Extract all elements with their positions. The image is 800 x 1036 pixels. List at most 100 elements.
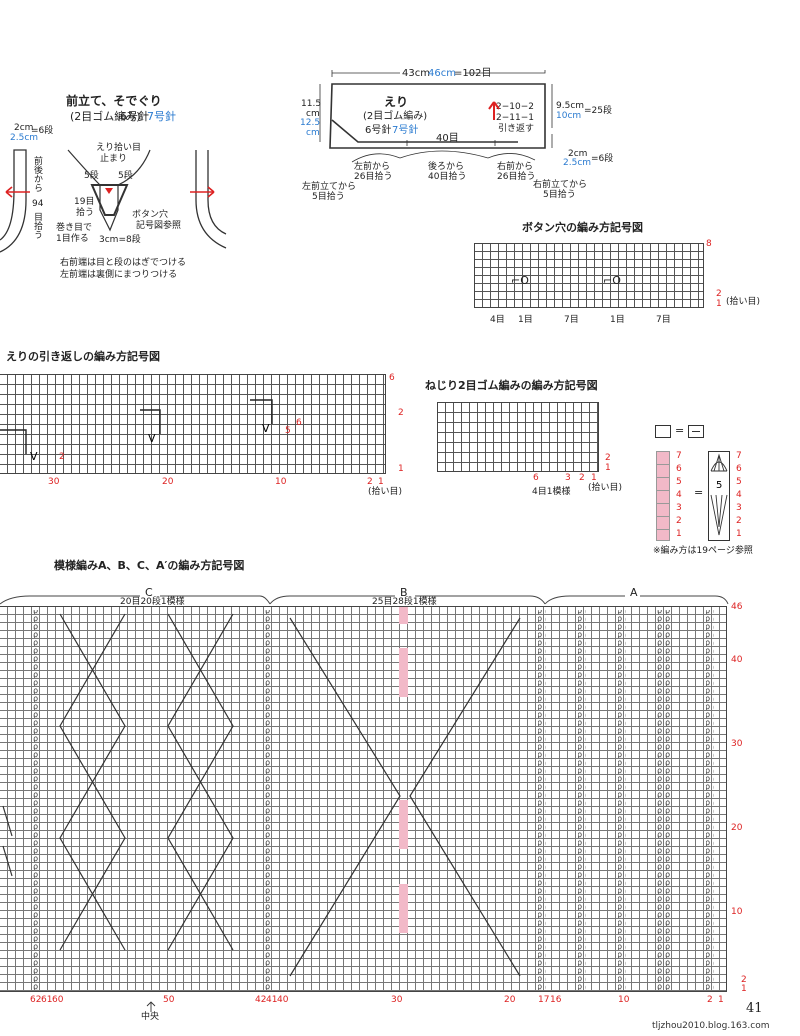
eri-short-row2: 2 [398, 408, 404, 418]
eri-short-col1: 1 [378, 477, 384, 487]
collar-right-b-blue: 2.5cm [563, 158, 592, 168]
nejiri-col1: 1 [591, 473, 597, 483]
legend-bobble-symbol: 5 [708, 451, 730, 541]
eri-short-row1: 1 [398, 464, 404, 474]
pattern-title: 模様編みA、B、C、A′の編み方記号図 [54, 559, 245, 572]
pattern-row-1: 1 [741, 984, 747, 994]
legend-row-2: 2 [676, 516, 682, 526]
pattern-center: 中央 [141, 1012, 160, 1022]
pattern-col-10: 10 [618, 995, 630, 1005]
nejiri-col2: 2 [579, 473, 585, 483]
legend-row-7: 7 [676, 451, 682, 461]
collar-lfe1: 左前立てから [302, 182, 357, 192]
pattern-col-61: 61 [41, 995, 53, 1005]
pattern-c-repeat: 20目20段1模様 [120, 597, 185, 607]
legend-row-4: 4 [676, 490, 682, 500]
collar-short1: 2−10−2 [496, 102, 534, 112]
buttonhole-span-3: 7目 [564, 315, 579, 325]
nejiri-col3: 3 [565, 473, 571, 483]
legend-row-1b: 1 [736, 529, 742, 539]
footer-credit: tljzhou2010.blog.163.com [652, 1021, 770, 1031]
front-needle-blue: 7号針 [147, 110, 176, 123]
eri-short-row5b: 5 [285, 426, 291, 436]
front-dim3cm: 3cm=8段 [99, 235, 141, 245]
pattern-col-62: 62 [30, 995, 42, 1005]
front-subtitle: (2目ゴム編み) [70, 110, 141, 123]
collar-top-dim-rest: =102目 [454, 68, 492, 79]
nejiri-repeat: 4目1模様 [532, 487, 571, 497]
buttonhole-span-2: 1目 [518, 315, 533, 325]
front-maki: 巻き目で [56, 223, 93, 233]
legend-blank-symbol [655, 425, 671, 438]
eri-short-row6b: 6 [296, 418, 302, 428]
collar-title: えり [384, 95, 409, 109]
front-maki2: 1目作る [56, 234, 89, 244]
collar-right-b: 2cm [568, 149, 588, 159]
collar-left-h-unit: cm [306, 109, 320, 119]
pattern-col-42: 42 [255, 995, 267, 1005]
front-pick19b: 拾う [76, 208, 95, 218]
collar-short2: 2−11−1 [496, 113, 534, 123]
collar-short3: 引き返す [498, 124, 535, 134]
legend-pink-column [656, 451, 670, 541]
buttonhole-span-5: 7目 [656, 315, 671, 325]
pattern-label-c: C [145, 586, 153, 599]
pattern-symbols: ϱ [2, 610, 714, 990]
collar-right-h-blue: 10cm [556, 111, 582, 121]
buttonhole-pickup: (拾い目) [726, 297, 761, 307]
front-needle: 6号針 [120, 110, 149, 123]
buttonhole-title: ボタン穴の編み方記号図 [522, 221, 643, 234]
collar-right-b-rows: =6段 [591, 154, 614, 164]
legend-row-7b: 7 [736, 451, 742, 461]
buttonhole-row1: 1 [716, 299, 722, 309]
front-pick19: 19目 [74, 197, 95, 207]
front-dim-blue: 2.5cm [10, 133, 39, 143]
front-eri-stop: えり拾い目 [96, 143, 142, 153]
front-note2: 左前端は裏側にまつりつける [60, 270, 178, 280]
pattern-row-30: 30 [731, 739, 743, 749]
buttonhole-hole-2: ⌐O [603, 274, 621, 287]
front-dim-rows: =6段 [31, 126, 54, 136]
pattern-grid [0, 606, 727, 992]
pattern-pink-1 [399, 607, 408, 624]
front-dim-2cm: 2cm [14, 123, 34, 133]
pattern-col-30: 30 [391, 995, 403, 1005]
collar-left-h-unit2: cm [306, 128, 320, 138]
legend-row-3b: 3 [736, 503, 742, 513]
pattern-col-50: 50 [163, 995, 175, 1005]
collar-mid40: 40目 [436, 133, 459, 144]
eri-short-row6: 6 [389, 373, 395, 383]
pattern-col-2: 2 [707, 995, 713, 1005]
eri-short-pickup: (拾い目) [368, 487, 403, 497]
nejiri-col6: 6 [533, 473, 539, 483]
eri-short-turns: V V V [0, 399, 273, 463]
eri-short-col10: 10 [275, 477, 287, 487]
buttonhole-span-4: 1目 [610, 315, 625, 325]
pattern-label-b: B [400, 586, 408, 599]
pattern-pink-4 [399, 884, 408, 933]
legend-note: ※編み方は19ページ参照 [653, 546, 753, 556]
buttonhole-grid [474, 243, 704, 308]
legend-equals-2: = [694, 486, 704, 499]
legend-row-5b: 5 [736, 477, 742, 487]
collar-top-dim: 43cm [402, 68, 430, 79]
front-pickup-text: 前後から [32, 156, 42, 192]
eri-short-title: えりの引き返しの編み方記号図 [6, 350, 160, 363]
eri-short-col30: 30 [48, 477, 60, 487]
collar-rfe1: 右前立てから [533, 180, 588, 190]
legend-row-3: 3 [676, 503, 682, 513]
pattern-col-1: 1 [718, 995, 724, 1005]
collar-rfe2: 5目拾う [543, 190, 576, 200]
collar-back1: 後ろから [428, 162, 465, 172]
eri-short-col2: 2 [367, 477, 373, 487]
front-note1: 右前端は目と段のはぎでつける [60, 258, 187, 268]
pattern-col-17: 17 [538, 995, 550, 1005]
nejiri-title: ねじり2目ゴム編みの編み方記号図 [425, 379, 598, 392]
front-button-ref2: 記号図参照 [136, 221, 182, 231]
nejiri-row1: 1 [605, 463, 611, 473]
pattern-col-20: 20 [504, 995, 516, 1005]
pattern-col-41: 41 [266, 995, 278, 1005]
pattern-row-46: 46 [731, 602, 743, 612]
legend-row-2b: 2 [736, 516, 742, 526]
front-pickup-94: 94 [32, 199, 44, 209]
